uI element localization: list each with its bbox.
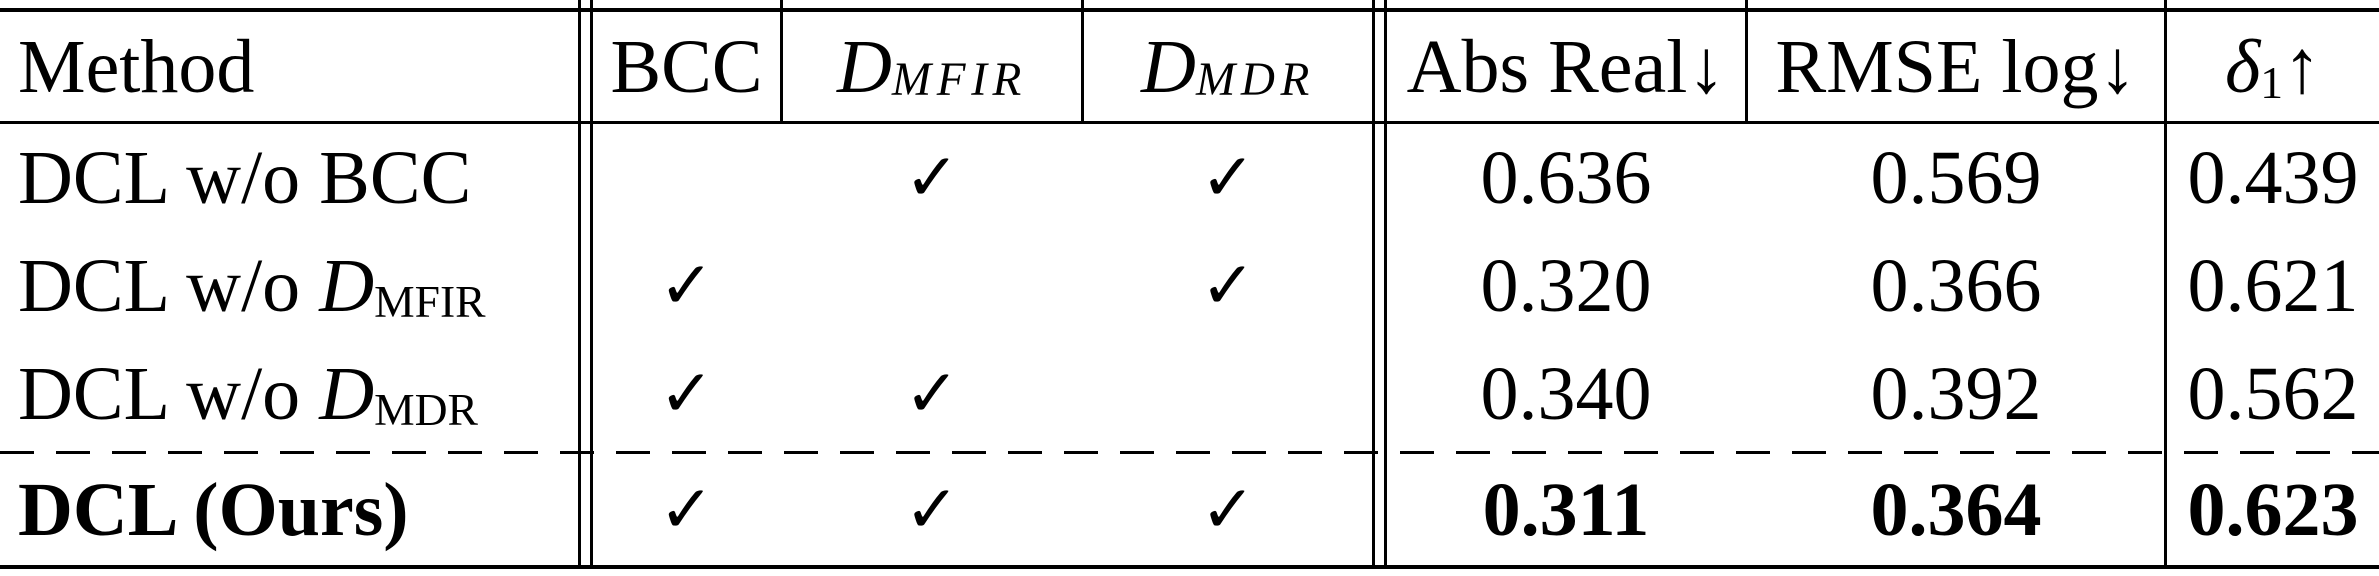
double-rule-a2: [590, 0, 593, 569]
row2-rmse-log: 0.366: [1870, 244, 2042, 328]
row3-delta1: 0.562: [2187, 352, 2359, 436]
double-rule-b1: [1372, 0, 1375, 569]
header-method: Method: [18, 24, 255, 109]
col-rule-bcc: [780, 0, 783, 124]
row2-mdr-check: ✓: [1200, 247, 1256, 324]
double-rule-a1: [578, 0, 581, 569]
row4-mfir-check: ✓: [904, 471, 960, 548]
col-rule-mfir: [1081, 0, 1084, 124]
row2-bcc-check: ✓: [658, 247, 715, 324]
row1-abs-real: 0.636: [1480, 136, 1652, 220]
row3-abs-real: 0.340: [1480, 352, 1652, 436]
header-rmse-log: RMSE log↓: [1775, 24, 2137, 109]
row4-bcc-check: ✓: [658, 471, 715, 548]
row1-bcc-check: [593, 124, 780, 232]
row4-method: DCL (Ours): [18, 468, 409, 552]
row3-mfir-check: ✓: [904, 355, 960, 432]
row1-mdr-check: ✓: [1200, 139, 1256, 216]
row2-delta1: 0.621: [2187, 244, 2359, 328]
row4-abs-real: 0.311: [1482, 468, 1650, 552]
row1-delta1: 0.439: [2187, 136, 2359, 220]
header-rule: [0, 121, 2379, 124]
dashed-separator: [0, 451, 2379, 454]
bottom-rule: [0, 565, 2379, 569]
row3-rmse-log: 0.392: [1870, 352, 2042, 436]
row4-mdr-check: ✓: [1200, 471, 1256, 548]
row3-bcc-check: ✓: [658, 355, 715, 432]
row3-mdr-check: [1084, 340, 1372, 448]
col-rule-rmse: [2164, 0, 2167, 569]
row1-method: DCL w/o BCC: [18, 136, 472, 220]
row2-abs-real: 0.320: [1480, 244, 1652, 328]
double-rule-b2: [1384, 0, 1387, 569]
row2-mfir-check: [783, 232, 1081, 340]
header-bcc: BCC: [610, 24, 763, 109]
row1-rmse-log: 0.569: [1870, 136, 2042, 220]
row4-delta1: 0.623: [2187, 468, 2359, 552]
row1-mfir-check: ✓: [904, 139, 960, 216]
top-rule: [0, 8, 2379, 12]
row4-rmse-log: 0.364: [1870, 468, 2042, 552]
header-abs-real: Abs Real↓: [1406, 24, 1726, 109]
col-rule-abs: [1745, 0, 1748, 124]
